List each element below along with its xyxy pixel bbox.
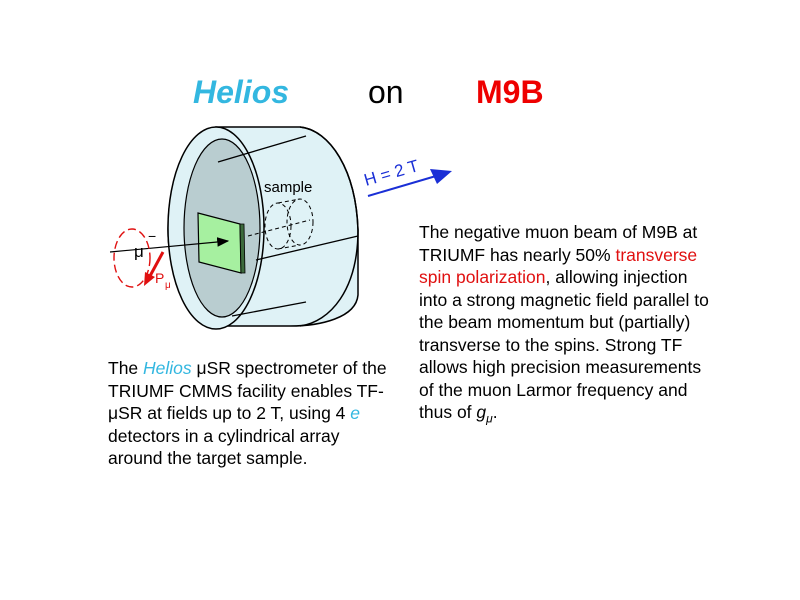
polarization-arrow-head (144, 272, 155, 286)
polarization-label: P (155, 270, 164, 286)
cylinder-back-edge (299, 126, 359, 327)
sample-region-top (277, 198, 301, 204)
transverse-polarization-highlight: transverse spin polarization (419, 244, 698, 288)
positron-symbol: e (350, 403, 360, 423)
field-label: H = 2 T (362, 156, 421, 190)
title-on: on (368, 74, 404, 110)
polarization-subscript: μ (165, 280, 171, 291)
title-helios: Helios (193, 74, 290, 110)
sample-region-bottom (277, 244, 301, 250)
beam-description: The negative muon beam of M9B at TRIUMF … (419, 222, 709, 426)
polarization-arrow-shaft (148, 251, 165, 277)
detector-seam-bottom (231, 301, 307, 317)
muon-beam-arrow (109, 237, 230, 253)
g-factor-symbol: g (476, 402, 487, 422)
field-arrow-shaft (367, 175, 437, 197)
sample-plate-edge (239, 223, 246, 274)
sample-label: sample (264, 179, 312, 196)
slide-title: Helios on M9B (0, 70, 800, 114)
muon-charge-label: − (148, 228, 156, 244)
muon-label: μ (134, 242, 144, 261)
beam-line-back (247, 219, 311, 237)
g-factor-subscript: μ (486, 411, 493, 426)
title-m9b: M9B (476, 74, 544, 110)
detector-seam-mid (255, 235, 359, 261)
helios-name: Helios (143, 358, 192, 378)
spin-precession-ellipse (113, 228, 151, 288)
detector-seam-top (217, 135, 307, 163)
field-arrow-head (430, 169, 452, 184)
helios-description: The Helios μSR spectrometer of the TRIUM… (108, 358, 387, 468)
